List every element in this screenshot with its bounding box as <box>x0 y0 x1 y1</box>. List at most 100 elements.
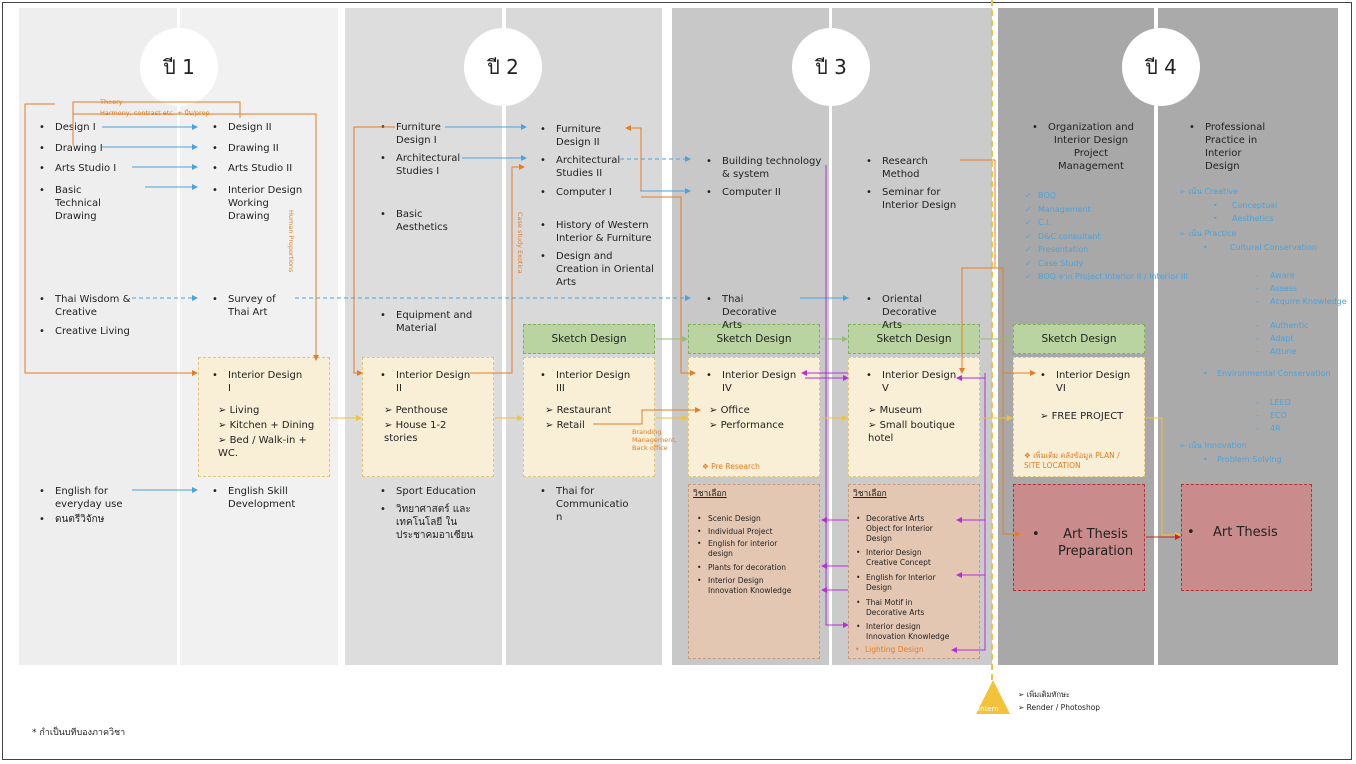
elective-y3b-item: Interior Design Creative Concept <box>866 548 931 567</box>
intern-note-1: ➢ Render / Photoshop <box>1018 703 1101 712</box>
label-branding: Branding Management, Back office <box>632 428 677 452</box>
year-circle-4: ปี 4 <box>1122 28 1200 106</box>
check-icon: ✓ <box>1025 218 1032 227</box>
course-arch1: •Architectural Studies I <box>380 153 461 177</box>
footnote: * กำเป็นบทีบองภาควิชา <box>32 728 126 738</box>
id3-item-0: ➢ Restaurant <box>545 405 612 416</box>
elective-y3a-bullet: • <box>697 539 702 548</box>
course-basic-tech: •Basic Technical Drawing <box>39 185 101 222</box>
elective-y3b-bullet: • <box>856 598 861 607</box>
id1-item-1: ➢ Kitchen + Dining <box>218 420 315 431</box>
focus-creative: ➢ เน้น Creative <box>1179 187 1238 196</box>
label-harmony: Harmony, contrast etc. + บีบ/prop <box>100 109 210 117</box>
elective-y3a-item: Plants for decoration <box>708 563 787 572</box>
id2-item-0: ➢ Penthouse <box>384 405 448 416</box>
course-aesthetics: •Basic Aesthetics <box>380 209 448 233</box>
dash: - <box>1256 321 1259 330</box>
col-y2a <box>345 8 502 665</box>
course-org: •Organization and Interior Design Projec… <box>1032 122 1134 172</box>
dash: - <box>1256 284 1259 293</box>
id5-item-1: ➢ Small boutique hotel <box>868 420 955 444</box>
elective-y3b-box <box>848 484 980 659</box>
problem-solving: Problem Solving <box>1217 455 1282 464</box>
course-creative-living: •Creative Living <box>39 326 130 337</box>
check-icon: ✓ <box>1025 258 1032 268</box>
elective-title-y3a: วิชาเลือก <box>693 489 727 499</box>
label-case-study: Case study Exotica <box>516 212 524 274</box>
elective-y3a-item: Interior Design Innovation Knowledge <box>708 576 792 595</box>
thesis-label: •Art Thesis <box>1187 525 1278 540</box>
elective-y3b-item: Thai Motif in Decorative Arts <box>866 598 925 617</box>
id5-item-0: ➢ Museum <box>868 405 922 416</box>
env-sub-item: ECO <box>1270 411 1287 420</box>
env-sub-item: LEED <box>1270 398 1291 407</box>
id2-box <box>362 357 494 477</box>
creative-sub-item: Aesthetics <box>1232 214 1274 223</box>
course-seminar: •Seminar for Interior Design <box>866 187 957 211</box>
check-icon: ✓ <box>1025 245 1032 254</box>
elective-y3b-bullet: • <box>856 573 861 582</box>
bullet: • <box>1213 201 1218 210</box>
id1-box <box>198 357 330 477</box>
sketch-y4-box: Sketch Design <box>1013 324 1145 354</box>
intern-timeline <box>991 0 996 690</box>
id1-item-0: ➢ Living <box>218 405 260 416</box>
course-furniture2: •Furniture Design II <box>540 124 601 148</box>
col-y1b <box>180 8 338 665</box>
course-drawing1: •Drawing I <box>39 143 103 154</box>
dash: - <box>1256 334 1259 343</box>
focus-innovation: ➢ เน้น Innovation <box>1179 441 1247 450</box>
elective-y3b-bullet: • <box>856 514 861 523</box>
course-arts1: •Arts Studio I <box>39 163 117 174</box>
cultural-sub-item: Assess <box>1270 284 1298 293</box>
creative-sub-item: Conceptual <box>1232 201 1278 210</box>
intern-marker <box>976 680 1010 714</box>
elective-y3a-item: English for interior design <box>708 539 778 558</box>
id4-title: •Interior Design IV <box>706 370 797 394</box>
checklist-item: BOQ <box>1038 191 1056 200</box>
cultural-sub-item: Adapt <box>1270 334 1294 343</box>
dash: - <box>1256 271 1259 280</box>
check-icon: ✓ <box>1025 231 1032 241</box>
elective-y3b-item: Decorative Arts Object for Interior Desi… <box>866 514 933 543</box>
elective-y3a-item: Scenic Design <box>708 514 761 523</box>
course-oriental-deco: •Oriental Decorative Arts <box>866 294 937 331</box>
checklist-item: Management <box>1038 204 1091 214</box>
elective-y3b-item: Interior design Innovation Knowledge <box>866 622 950 641</box>
id1-item-2: ➢ Bed / Walk-in + WC. <box>218 435 307 459</box>
elective-y3a-item: Individual Project <box>708 527 773 536</box>
id3-title: •Interior Design III <box>540 370 631 394</box>
focus-practice: ➢ เน้น Practice <box>1179 229 1237 238</box>
dash: - <box>1256 411 1259 420</box>
course-equipment: •Equipment and Material <box>380 310 473 334</box>
checklist-item: Presentation <box>1038 245 1089 254</box>
course-id-working: •Interior Design Working Drawing <box>212 185 303 222</box>
thesis-box <box>1181 484 1312 591</box>
elective-title-y3b: วิชาเลือก <box>853 489 887 499</box>
id6-item: ➢ FREE PROJECT <box>1040 411 1124 422</box>
cultural-sub-item: Aware <box>1270 271 1295 280</box>
year-circle-2: ปี 2 <box>464 28 542 106</box>
env-sub-item: 4R <box>1270 424 1281 433</box>
add-info-note: ❖ เพิ่มเติม คลังข้อมูล PLAN / SITE LOCAT… <box>1024 451 1120 470</box>
bullet: • <box>1203 369 1208 378</box>
checklist-item: BOQ จาก Project Interior II / Interior I… <box>1038 272 1188 281</box>
course-design2: •Design II <box>212 122 272 133</box>
bullet: • <box>1213 214 1218 223</box>
cultural-sub-item: Acquire Knowledge <box>1270 297 1347 306</box>
id6-box <box>1013 357 1145 477</box>
course-english: •English for everyday use <box>39 486 123 510</box>
intern-note-0: ➢ เพิ่มเติมทักษะ <box>1018 690 1070 699</box>
thesis-prep-label: •Art Thesis Preparation <box>1032 527 1134 559</box>
dash: - <box>1256 347 1259 356</box>
col-y1a <box>19 8 177 665</box>
course-research: •Research Method <box>866 156 928 180</box>
dash: - <box>1256 424 1259 433</box>
elective-y3b-bullet: • <box>856 622 861 631</box>
course-computer2: •Computer II <box>706 187 781 198</box>
course-sport: •Sport Education <box>380 486 476 497</box>
sketch-y2-box: Sketch Design <box>523 324 655 354</box>
checklist-item: Case Study <box>1038 258 1084 268</box>
elective-y3a-box <box>688 484 820 659</box>
course-building: •Building technology & system <box>706 156 822 180</box>
